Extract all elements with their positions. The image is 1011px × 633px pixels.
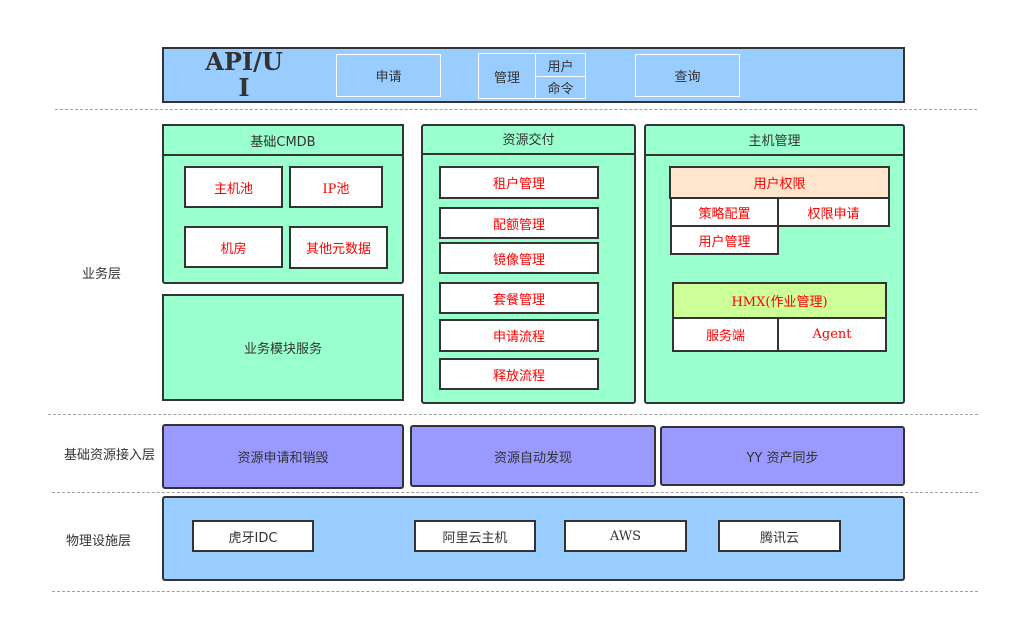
- layer-label-physical: 物理设施层: [66, 534, 132, 549]
- separator-line: [52, 492, 978, 493]
- physical-item-aliyun: 阿里云主机: [414, 520, 536, 552]
- cmdb-datacenter: 机房: [184, 226, 283, 268]
- separator-line: [55, 109, 977, 110]
- api-command-cell: 命令: [535, 76, 586, 99]
- layer-label-resource-access: 基础资源接入层: [64, 448, 156, 463]
- permission-apply: 权限申请: [777, 197, 890, 227]
- api-apply-cell: 申请: [336, 54, 441, 97]
- policy-config: 策略配置: [670, 197, 779, 227]
- delivery-item: 套餐管理: [439, 282, 599, 314]
- cmdb-host-pool: 主机池: [184, 166, 283, 208]
- resource-apply-destroy: 资源申请和销毁: [162, 424, 404, 489]
- physical-item-huya-idc: 虎牙IDC: [192, 520, 314, 552]
- api-ui-bar: [162, 47, 905, 103]
- api-ui-title: API/UI: [205, 47, 283, 102]
- hmx-agent: Agent: [777, 317, 887, 352]
- resource-auto-discovery: 资源自动发现: [410, 425, 656, 487]
- hmx-server: 服务端: [672, 317, 779, 352]
- separator-line: [52, 591, 978, 592]
- user-permission-header: 用户权限: [669, 166, 890, 199]
- delivery-item: 配额管理: [439, 207, 599, 239]
- physical-item-tencent-cloud: 腾讯云: [718, 520, 841, 552]
- cmdb-header: 基础CMDB: [162, 124, 404, 156]
- host-mgmt-header: 主机管理: [644, 124, 905, 156]
- separator-line: [48, 414, 978, 415]
- delivery-item: 申请流程: [439, 319, 599, 352]
- delivery-item: 镜像管理: [439, 242, 599, 274]
- cmdb-other-metadata: 其他元数据: [289, 226, 388, 269]
- layer-label-business: 业务层: [82, 267, 122, 282]
- api-query-cell: 查询: [635, 54, 740, 97]
- hmx-job-header: HMX(作业管理): [672, 282, 887, 319]
- cmdb-ip-pool: IP池: [289, 166, 383, 208]
- api-manage-cell: 管理: [478, 53, 536, 99]
- delivery-item: 租户管理: [439, 166, 599, 199]
- physical-item-aws: AWS: [564, 520, 687, 552]
- business-module-service: 业务模块服务: [162, 294, 404, 401]
- api-user-cell: 用户: [535, 53, 586, 77]
- delivery-header: 资源交付: [421, 124, 636, 155]
- delivery-item: 释放流程: [439, 358, 599, 390]
- user-management: 用户管理: [670, 225, 779, 255]
- yy-asset-sync: YY 资产同步: [660, 426, 905, 486]
